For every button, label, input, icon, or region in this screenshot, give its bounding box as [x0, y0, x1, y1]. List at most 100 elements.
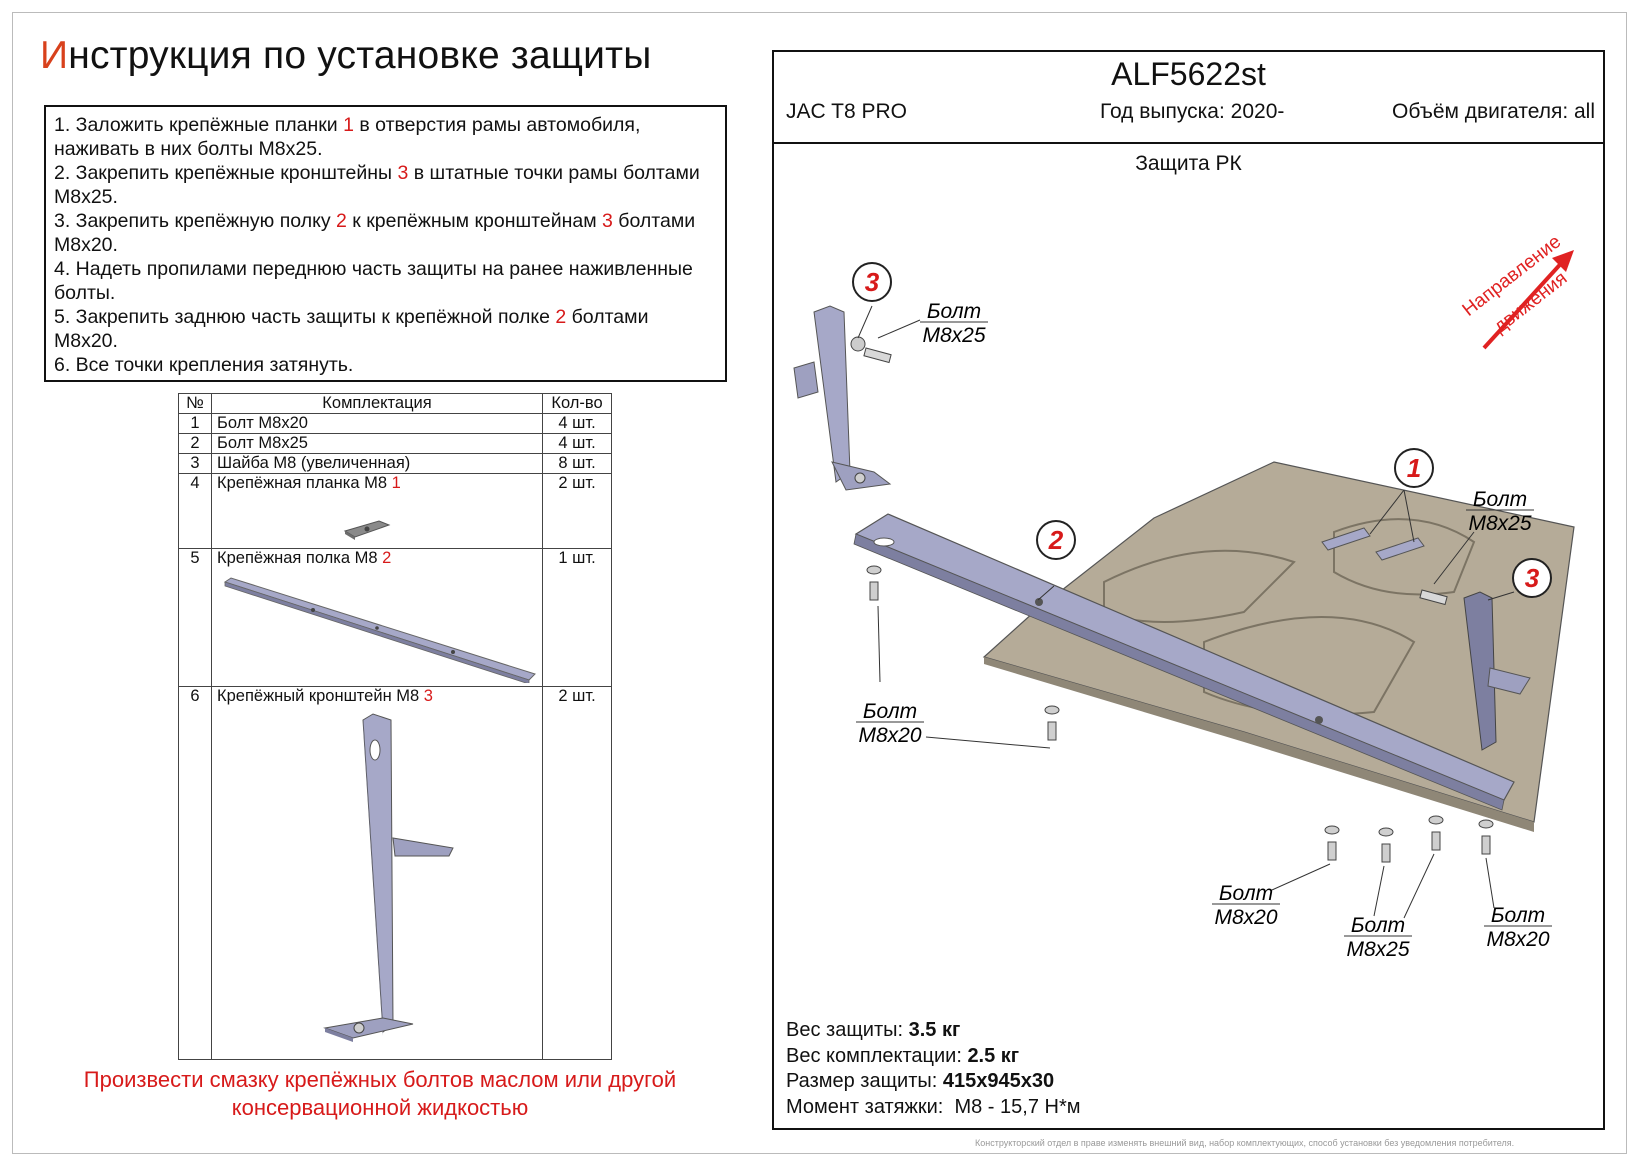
table-row: 1 Болт М8х20 4 шт.	[178, 413, 612, 434]
mounting-plates	[1321, 527, 1425, 561]
step-text: к крепёжным кронштейнам	[346, 210, 603, 232]
assembly-drawing: Направление движения	[793, 231, 1575, 961]
row-qty: 4 шт.	[542, 433, 612, 454]
table-row: 2 Болт М8х25 4 шт.	[178, 433, 612, 454]
label-bottom: М8х20	[858, 724, 921, 747]
engine-volume: Объём двигателя: all	[1392, 100, 1595, 123]
label-bottom: М8х25	[1346, 938, 1409, 961]
label-top: Болт	[927, 300, 981, 323]
page-border	[12, 12, 1627, 1154]
spec-value: 2.5 кг	[967, 1044, 1020, 1067]
callout-1: 1	[1394, 448, 1434, 488]
right-bracket	[1419, 589, 1531, 751]
row-qty: 4 шт.	[542, 413, 612, 434]
step-ref: 3	[602, 210, 613, 232]
row-name: Болт М8х25	[211, 433, 543, 454]
instruction-step-6: 6. Все точки крепления затянуть.	[54, 353, 717, 377]
step-text: болтами М8х20.	[54, 306, 649, 352]
model-year: Год выпуска: 2020-	[1100, 100, 1285, 123]
specifications: Вес защиты: 3.5 кг Вес комплектации: 2.5…	[786, 1018, 1080, 1120]
panel-header: ALF5622st JAC T8 PRO Год выпуска: 2020- …	[774, 52, 1603, 144]
row-qty: 2 шт.	[542, 686, 612, 1060]
callout-number: 1	[1407, 453, 1421, 483]
label-top: Болт	[1473, 488, 1527, 511]
mounting-shelf	[853, 513, 1515, 811]
label-bottom: М8х20	[1486, 928, 1549, 951]
spec-size: Размер защиты: 415x945x30	[786, 1069, 1080, 1095]
row-num: 3	[178, 453, 212, 474]
row-num: 6	[178, 686, 212, 1060]
spec-label: Размер защиты:	[786, 1070, 943, 1092]
spec-label: Момент затяжки:	[786, 1095, 955, 1118]
row-name-cell: Крепёжный кронштейн М8 3	[211, 686, 543, 1060]
vehicle-model: JAC T8 PRO	[786, 100, 907, 123]
label-bottom: М8х25	[1468, 512, 1531, 535]
label-top: Болт	[1491, 904, 1545, 927]
mounting-shelf-image	[223, 577, 536, 683]
callout-3-left: 3	[852, 262, 892, 302]
step-ref: 2	[336, 210, 347, 232]
label-bottom: М8х20	[1214, 906, 1277, 929]
bolt-label: Болт М8х20	[856, 700, 924, 747]
spec-value: 3.5 кг	[908, 1019, 961, 1041]
table-row: 5 Крепёжная полка М8 2 1 шт.	[178, 548, 612, 687]
label-top: Болт	[1351, 914, 1405, 937]
header-name: Комплектация	[211, 393, 543, 414]
spec-weight: Вес защиты: 3.5 кг	[786, 1018, 1080, 1044]
bolts	[866, 565, 1494, 863]
instruction-step-1: 1. Заложить крепёжные планки 1 в отверст…	[54, 113, 717, 161]
row-num: 4	[178, 473, 212, 549]
leader-lines	[857, 305, 1515, 919]
row-num: 2	[178, 433, 212, 454]
step-ref: 2	[555, 306, 567, 328]
instruction-step-2: 2. Закрепить крепёжные кронштейны 3 в шт…	[54, 161, 717, 209]
table-row: 4 Крепёжная планка М8 1 2 шт.	[178, 473, 612, 549]
table-header-row: № Комплектация Кол-во	[178, 393, 612, 414]
title-rest: нструкция по установке защиты	[68, 34, 652, 77]
drawing-panel: ALF5622st JAC T8 PRO Год выпуска: 2020- …	[772, 50, 1605, 1130]
step-ref: 1	[343, 114, 354, 136]
spec-value: М8 - 15,7 Н*м	[954, 1095, 1081, 1118]
row-qty: 1 шт.	[542, 548, 612, 687]
bolt-label: Болт М8х25	[920, 300, 988, 347]
row-ref: 2	[382, 549, 392, 567]
callout-3-right: 3	[1512, 558, 1552, 598]
callout-number: 3	[865, 267, 880, 297]
row-name: Крепёжная полка М8	[217, 549, 383, 567]
step-text: в отверстия рамы автомобиля, наживать в …	[54, 114, 641, 160]
spec-kit-weight: Вес комплектации: 2.5 кг	[786, 1044, 1080, 1070]
row-ref: 3	[423, 687, 433, 705]
row-name: Крепёжный кронштейн М8	[217, 687, 424, 705]
title-first-letter: И	[40, 34, 69, 77]
label-top: Болт	[1219, 882, 1273, 905]
instructions-box: 1. Заложить крепёжные планки 1 в отверст…	[44, 105, 727, 382]
label-bottom: М8х25	[922, 324, 985, 347]
step-text: 1. Заложить крепёжные планки	[54, 114, 344, 136]
spec-label: Вес защиты:	[786, 1019, 909, 1041]
callout-number: 3	[1525, 563, 1540, 593]
row-qty: 2 шт.	[542, 473, 612, 549]
mounting-plate-image	[343, 520, 391, 540]
step-text: 6. Все точки крепления затянуть.	[54, 354, 354, 376]
bolt-label: Болт М8х25	[1344, 914, 1412, 961]
page-title: Инструкция по установке защиты	[40, 34, 651, 78]
instruction-step-5: 5. Закрепить заднюю часть защиты к крепё…	[54, 305, 717, 353]
step-ref: 3	[397, 162, 409, 184]
table-row: 6 Крепёжный кронштейн М8 3 2 шт.	[178, 686, 612, 1060]
callout-number: 2	[1048, 525, 1064, 555]
step-text: в штатные точки рамы болтами М8х25.	[54, 162, 700, 208]
lubrication-warning: Произвести смазку крепёжных болтов масло…	[83, 1067, 677, 1120]
direction-arrow-icon: Направление движения	[1459, 231, 1574, 350]
step-text: болтами М8х20.	[54, 210, 696, 256]
table-row: 3 Шайба М8 (увеличенная) 8 шт.	[178, 453, 612, 474]
bolt-label: Болт М8х20	[1212, 882, 1280, 929]
left-bracket	[793, 305, 892, 491]
row-num: 5	[178, 548, 212, 687]
header-num: №	[178, 393, 212, 414]
step-text: 3. Закрепить крепёжную полку	[54, 210, 336, 232]
spec-label: Вес комплектации:	[786, 1044, 968, 1067]
row-qty: 8 шт.	[542, 453, 612, 474]
row-num: 1	[178, 413, 212, 434]
step-text: 4. Надеть пропилами переднюю часть защит…	[54, 258, 693, 304]
article-number: ALF5622st	[1111, 56, 1266, 92]
